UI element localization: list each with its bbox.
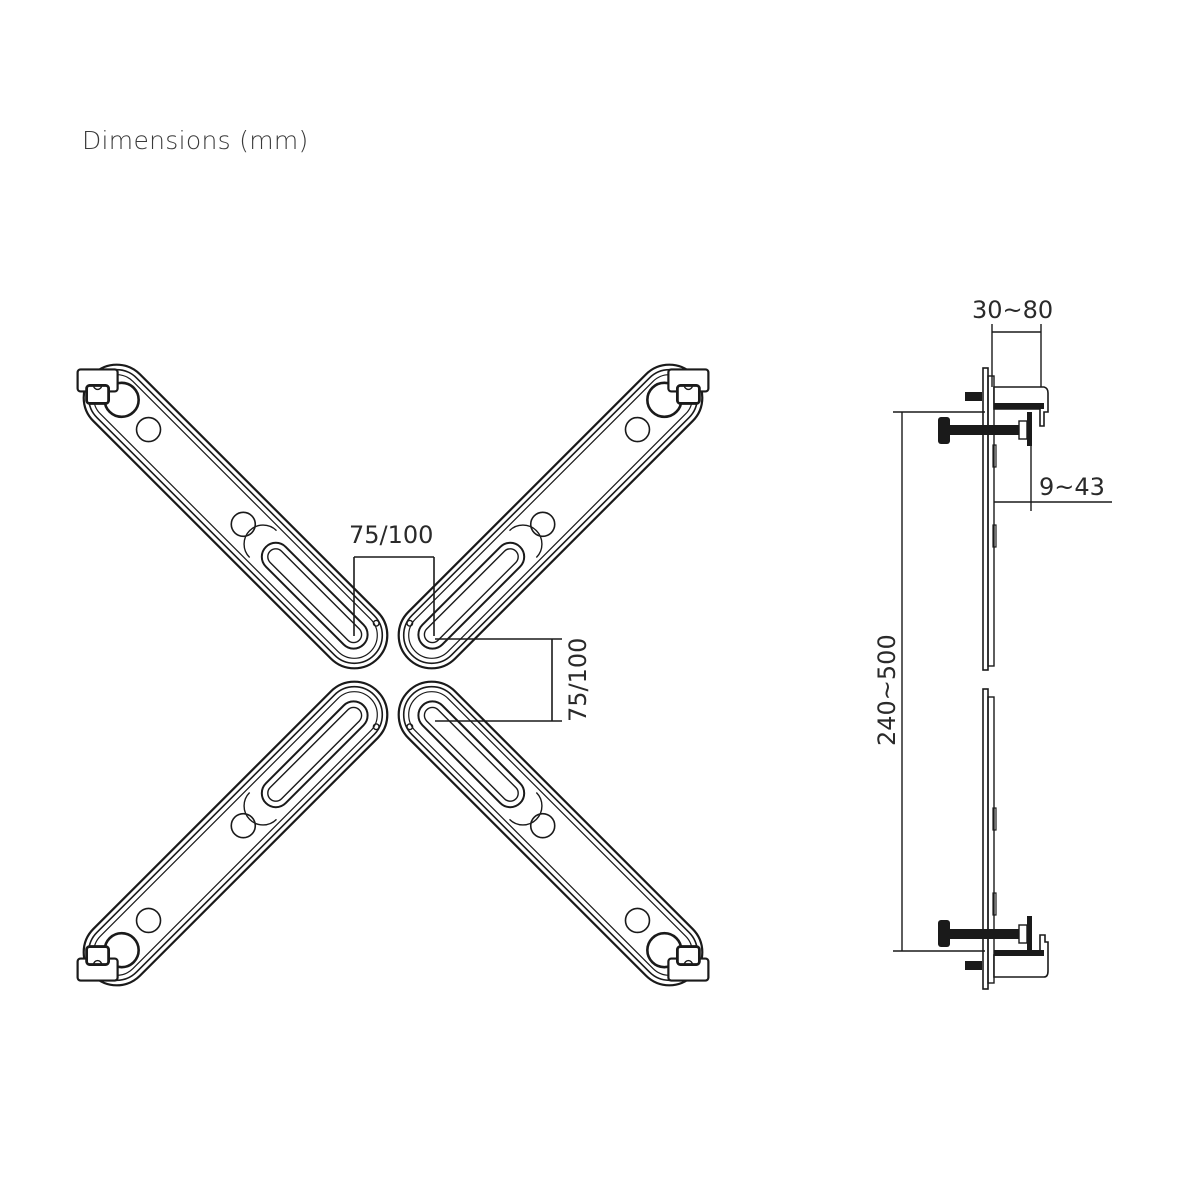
clamp-depth-dimension [991,324,1042,387]
arm-top-left [58,339,403,684]
horizontal-spacing-label: 75/100 [349,521,433,549]
side-view [938,367,1049,990]
clamp-depth-label: 30~80 [972,296,1053,324]
vertical-spacing-dimension [435,638,562,722]
monitor-thickness-label: 9~43 [1039,473,1105,501]
arm-bottom-right [383,666,728,1011]
horizontal-spacing-dimension [353,556,435,636]
vertical-span-label: 240~500 [873,634,901,746]
arm-top-right [383,339,728,684]
vertical-span-dimension [893,411,985,952]
diagram-title: Dimensions (mm) [82,126,309,155]
monitor-thickness-dimension [994,446,1112,511]
arm-bottom-left [58,666,403,1011]
vertical-spacing-label: 75/100 [564,638,592,722]
